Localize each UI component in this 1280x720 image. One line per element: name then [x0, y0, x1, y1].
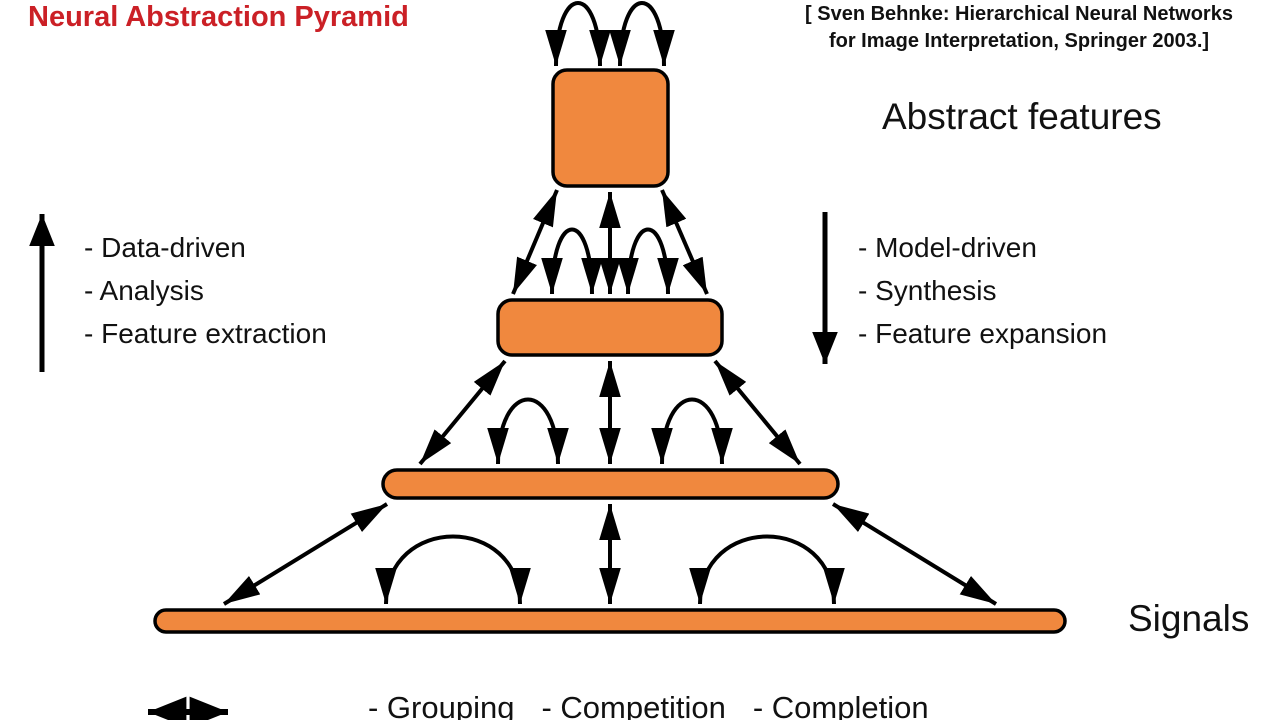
list-item: - Analysis — [84, 275, 204, 306]
arc-arrow — [689, 534, 845, 605]
diagonal-double-arrow — [511, 189, 559, 295]
pyramid-layers — [153, 68, 1067, 634]
citation: [ Sven Behnke: Hierarchical Neural Netwo… — [758, 1, 1280, 55]
list-item: - Data-driven — [84, 232, 246, 263]
gap3-connections — [222, 502, 998, 606]
list-item: - Competition — [541, 690, 726, 720]
arc-arrow — [609, 1, 675, 67]
list-item: - Model-driven — [858, 232, 1037, 263]
diagonal-double-arrow — [418, 359, 507, 466]
gap1-connections — [511, 189, 709, 295]
layer-block-2 — [381, 468, 840, 500]
diagonal-double-arrow — [831, 502, 998, 606]
arc-arrow — [541, 227, 603, 295]
abstract-features-label: Abstract features — [882, 96, 1162, 137]
list-item: - Synthesis — [858, 275, 997, 306]
arc-arrow — [375, 534, 531, 605]
list-item: - Feature extraction — [84, 318, 327, 349]
data-driven-list: - Data-driven - Analysis - Feature extra… — [84, 226, 327, 355]
arc-arrow — [651, 397, 733, 465]
citation-line-1: [ Sven Behnke: Hierarchical Neural Netwo… — [805, 3, 1233, 25]
arc-arrow — [617, 227, 679, 295]
list-item: - Feature expansion — [858, 318, 1108, 349]
model-driven-list: - Model-driven - Synthesis - Feature exp… — [858, 226, 1107, 355]
list-item: - Grouping — [368, 690, 515, 720]
diagonal-double-arrow — [713, 359, 802, 466]
diagonal-double-arrow — [222, 502, 389, 606]
arc-arrow — [487, 397, 569, 465]
diagonal-double-arrow — [660, 189, 709, 295]
page-title: Neural Abstraction Pyramid — [28, 1, 409, 33]
layer-block-3 — [496, 298, 724, 357]
gap2-connections — [418, 359, 802, 466]
citation-line-2: for Image Interpretation, Springer 2003.… — [828, 30, 1210, 52]
arc-arrow — [545, 1, 611, 67]
layer-block-top — [551, 68, 670, 188]
signals-label: Signals — [1128, 598, 1250, 639]
layer-block-signals — [153, 608, 1067, 634]
list-item: - Completion — [752, 690, 929, 720]
top-recurrent-arcs — [545, 1, 675, 67]
lateral-processes-list: - Grouping - Competition - Completion — [368, 690, 929, 720]
